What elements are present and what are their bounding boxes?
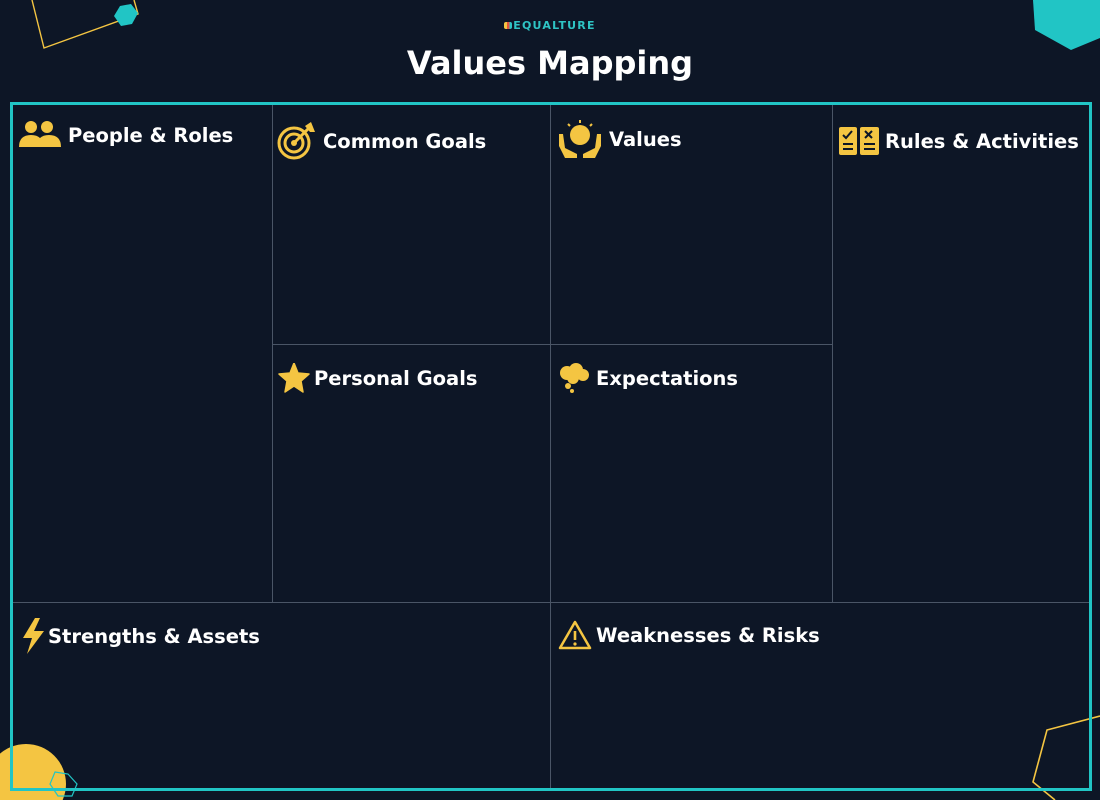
divider — [13, 602, 1089, 603]
page-title: Values Mapping — [406, 44, 694, 82]
brand-logo: EQUALTURE — [0, 19, 1100, 32]
people-icon — [18, 120, 62, 150]
section-label: Expectations — [596, 366, 739, 390]
star-icon — [278, 363, 310, 393]
section-values: Values — [557, 120, 682, 158]
target-icon — [277, 122, 317, 160]
section-label: Common Goals — [323, 129, 487, 153]
brand-name: EQUALTURE — [513, 19, 596, 32]
lightning-icon — [20, 618, 46, 654]
section-label: Personal Goals — [314, 366, 478, 390]
section-personal-goals: Personal Goals — [278, 363, 478, 393]
decor-outline-bottom-right — [1032, 715, 1100, 800]
section-rules-activities: Rules & Activities — [839, 127, 1079, 155]
section-label: Rules & Activities — [885, 129, 1079, 153]
section-expectations: Expectations — [558, 363, 738, 393]
warning-icon — [558, 620, 592, 650]
section-label: People & Roles — [68, 123, 234, 147]
decor-outline-top-left — [31, 0, 139, 49]
divider — [550, 105, 551, 788]
decor-hexagon-top-right — [1033, 0, 1100, 50]
section-weaknesses-risks: Weaknesses & Risks — [558, 620, 820, 650]
divider — [272, 344, 832, 345]
values-mapping-board: People & Roles Common Goals — [10, 102, 1092, 791]
section-people-roles: People & Roles — [18, 120, 233, 150]
brand-mark-icon — [504, 22, 513, 29]
section-common-goals: Common Goals — [277, 122, 486, 160]
section-strengths-assets: Strengths & Assets — [20, 618, 260, 654]
divider — [832, 105, 833, 602]
checklist-icon — [839, 127, 879, 155]
thought-cloud-icon — [558, 363, 590, 393]
decor-circle-bottom-left — [0, 744, 78, 800]
hands-holding-sun-icon — [557, 120, 603, 158]
divider — [272, 105, 273, 602]
section-label: Values — [609, 127, 682, 151]
section-label: Weaknesses & Risks — [596, 623, 820, 647]
section-label: Strengths & Assets — [48, 624, 260, 648]
